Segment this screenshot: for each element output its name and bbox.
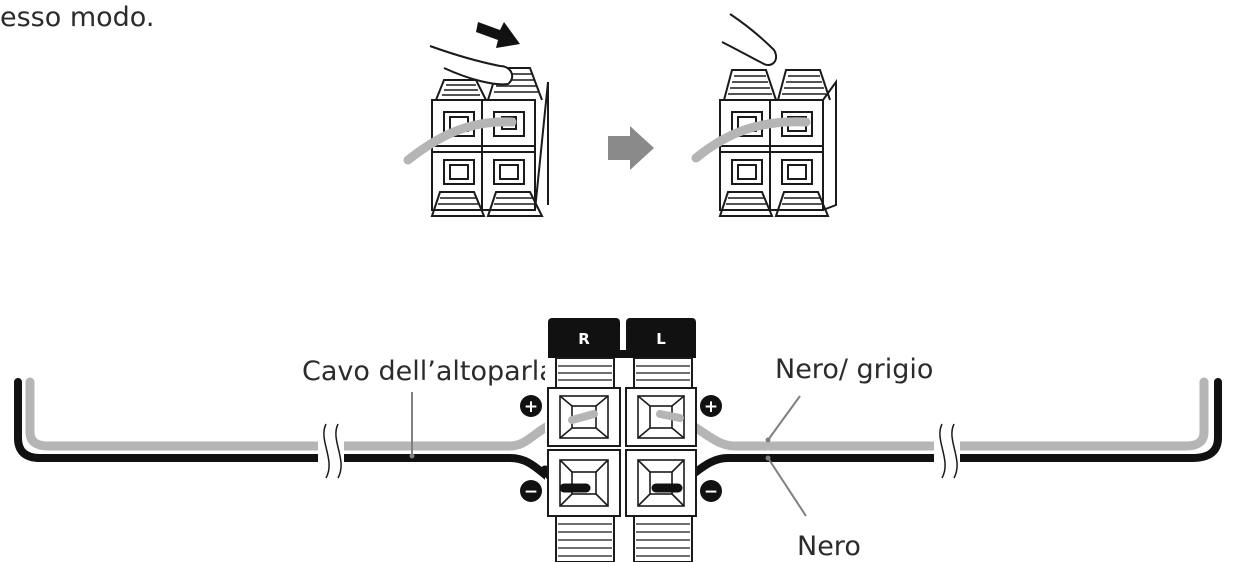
finger-icon <box>721 13 778 66</box>
left-channel-badge: L <box>656 330 666 348</box>
push-arrow-icon <box>476 22 520 48</box>
step1-wire <box>403 117 517 165</box>
wire-break-icon <box>318 423 344 479</box>
svg-text:−: − <box>704 482 718 502</box>
black-grey-leader <box>767 395 801 441</box>
step-arrow-icon <box>608 126 654 170</box>
speaker-terminal-block: R L <box>547 318 697 562</box>
speaker-cable-label: Cavo dell’altoparlante <box>302 356 600 387</box>
svg-text:+: + <box>524 397 538 417</box>
right-channel-badge: R <box>578 330 590 348</box>
minus-sign-icon: − <box>700 480 722 502</box>
black-label: Nero <box>797 531 861 562</box>
black-grey-label: Nero/ grigio <box>775 354 933 385</box>
left-cable-dark <box>14 378 545 480</box>
black-leader <box>767 457 807 517</box>
left-cable-light <box>25 377 545 451</box>
step2-terminal-illustration <box>691 13 837 217</box>
minus-sign-icon: − <box>520 480 542 502</box>
finger-icon <box>429 45 514 86</box>
step1-terminal-illustration <box>403 22 549 217</box>
step2-wire <box>691 117 811 163</box>
plus-sign-icon: + <box>700 395 722 417</box>
svg-text:−: − <box>524 482 538 502</box>
right-cable-light <box>655 377 1209 451</box>
cable-connection-diagram: R L <box>14 318 1222 562</box>
intro-text: esso modo. <box>0 2 154 33</box>
plus-sign-icon: + <box>520 395 542 417</box>
svg-text:+: + <box>704 397 718 417</box>
wire-break-icon <box>934 423 960 479</box>
